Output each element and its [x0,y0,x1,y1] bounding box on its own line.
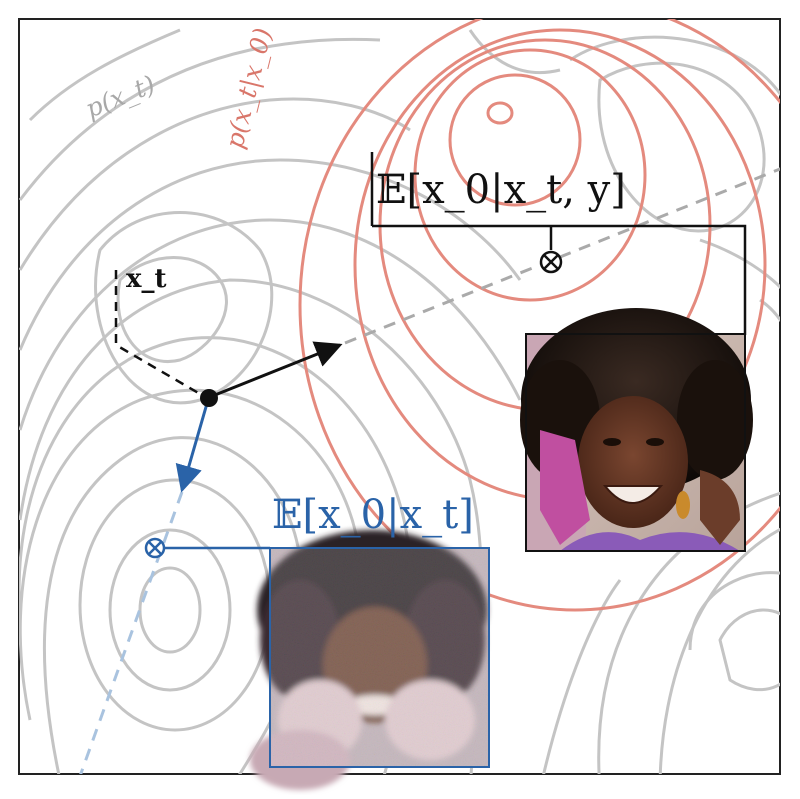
unconditional-step-arrow [175,399,210,493]
conditional-expectation-y-label: 𝔼[x_0|x_t, y] [376,167,626,213]
current-point-label: x_t [126,264,167,294]
sharp-face-photo [520,308,753,552]
conditional-expectation-connector [372,224,747,335]
xt-bracket [114,270,208,400]
noisy-face-photo [250,530,490,790]
conditional-expectation-label: 𝔼[x_0|x_t] [272,492,474,538]
conditional-step-arrow [209,341,343,399]
unconditional-direction-extension [79,491,184,774]
conditional-direction-extension [344,167,780,345]
conditional-expectation-marker [539,250,563,274]
unconditional-expectation-marker [144,537,166,559]
current-point-marker [200,389,218,407]
